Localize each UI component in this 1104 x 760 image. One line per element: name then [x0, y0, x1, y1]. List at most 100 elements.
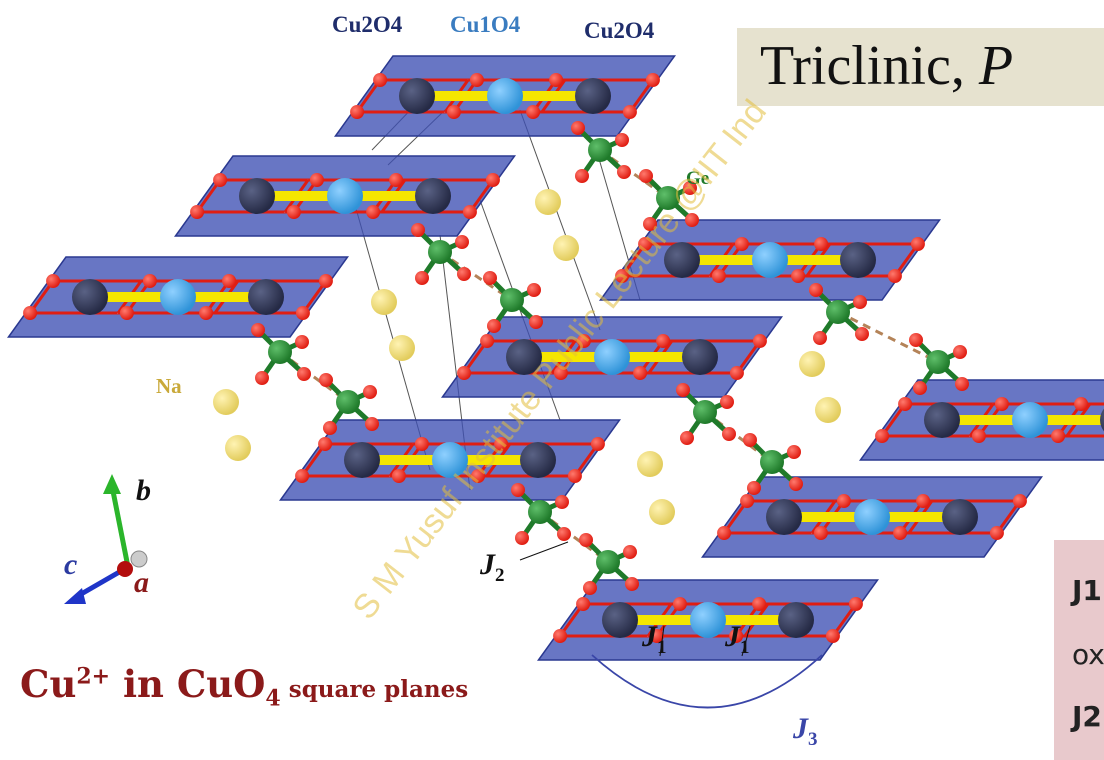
- chain-bottom-oxygen-2: [825, 629, 840, 643]
- axis-origin-sphere: [130, 550, 148, 568]
- chain-center-oxygen-8: [656, 334, 671, 348]
- j1-right-pointer-line: [741, 625, 751, 657]
- chain-lower-left-oxygen-4: [590, 437, 605, 451]
- chain-right-cu2-atom-left: [924, 402, 960, 438]
- axis-label-c: c: [64, 548, 78, 581]
- chain-lower-left-cu2-atom-left: [344, 442, 380, 478]
- chain-lower-right-oxygen-5: [813, 526, 828, 540]
- label-j1-right: J1: [725, 620, 750, 659]
- j1-left-symbol: J: [642, 620, 657, 653]
- chain-lower-left-oxygen-2: [567, 469, 582, 483]
- j1-left-pointer-line: [659, 625, 665, 657]
- ge-pair-lower-oxygen-1-1: [511, 483, 525, 497]
- caption-sub: 4: [265, 685, 281, 712]
- chain-upper-right-oxygen-7: [734, 237, 749, 251]
- ge-pair-top-right-ge-atom-1: [588, 138, 612, 162]
- ge-pair-lower-oxygen-2-3: [583, 581, 597, 595]
- ge-pair-left-oxygen-2-1: [319, 373, 333, 387]
- ge-pair-center-oxygen-2-2: [787, 445, 801, 459]
- chain-bottom-oxygen-4: [848, 597, 863, 611]
- chain-upper-right-oxygen-6: [791, 269, 806, 283]
- na-atom-3: [371, 289, 397, 315]
- j2-symbol: J: [480, 548, 495, 581]
- title-symbol: P: [978, 35, 1014, 97]
- caption-mid: in CuO: [110, 662, 266, 706]
- chain-right-oxygen-6: [1051, 429, 1066, 443]
- ge-pair-lower-ge-atom-2: [596, 550, 620, 574]
- chain-bottom-oxygen-8: [752, 597, 767, 611]
- chain-left-oxygen-5: [119, 306, 134, 320]
- chain-upper-right-cu2-atom-right: [840, 242, 876, 278]
- chain-center-oxygen-7: [576, 334, 591, 348]
- ge-pair-upper-middle-oxygen-2-4: [529, 315, 543, 329]
- axis-a-dot: [117, 561, 133, 577]
- chain-second-oxygen-4: [485, 173, 500, 187]
- chain-upper-right-oxygen-3: [638, 237, 653, 251]
- axis-c-head: [64, 588, 86, 604]
- chain-top-oxygen-1: [350, 105, 365, 119]
- ge-pair-center-oxygen-1-3: [680, 431, 694, 445]
- chain-second-oxygen-3: [213, 173, 228, 187]
- ge-pair-center-oxygen-1-1: [676, 383, 690, 397]
- ge-pair-top-right-oxygen-1-1: [571, 121, 585, 135]
- na-atom-8: [815, 397, 841, 423]
- chain-right-oxygen-7: [994, 397, 1009, 411]
- na-atom-9: [637, 451, 663, 477]
- ge-pair-left-oxygen-2-3: [323, 421, 337, 435]
- label-ge: Ge: [686, 168, 710, 189]
- j3-subscript: 3: [808, 729, 818, 750]
- axis-label-b: b: [136, 474, 151, 507]
- ge-pair-left-oxygen-2-4: [365, 417, 379, 431]
- chain-lower-right-oxygen-7: [836, 494, 851, 508]
- ge-pair-left-oxygen-2-2: [363, 385, 377, 399]
- label-cu2o4-right: Cu2O4: [584, 18, 655, 43]
- chain-upper-right-oxygen-5: [711, 269, 726, 283]
- chain-left-oxygen-6: [199, 306, 214, 320]
- chain-center-oxygen-5: [553, 366, 568, 380]
- chain-left-oxygen-3: [46, 274, 61, 288]
- chain-bottom-cu2-atom-right: [778, 602, 814, 638]
- chain-left-oxygen-4: [318, 274, 333, 288]
- chain-bottom-oxygen-5: [649, 629, 664, 643]
- ge-pair-center-ge-atom-2: [760, 450, 784, 474]
- chain-top-oxygen-5: [446, 105, 461, 119]
- chain-upper-right-cu1-atom: [752, 242, 788, 278]
- ge-pair-center-oxygen-1-2: [720, 395, 734, 409]
- chain-lower-left-oxygen-8: [494, 437, 509, 451]
- j3-arc: [591, 654, 823, 709]
- j3-symbol: J: [793, 712, 808, 745]
- chain-bottom-oxygen-7: [672, 597, 687, 611]
- na-atom-4: [389, 335, 415, 361]
- chain-center-oxygen-6: [633, 366, 648, 380]
- j1-left-subscript: 1: [657, 637, 667, 658]
- caption-pre: Cu: [20, 662, 77, 706]
- chain-second-oxygen-2: [462, 205, 477, 219]
- unit-cell-edge-5: [519, 109, 601, 331]
- chain-center-cu2-atom-left: [506, 339, 542, 375]
- ge-pair-right-oxygen-1-4: [855, 327, 869, 341]
- label-j1-left: J1: [642, 620, 667, 659]
- note-line-1: J1: [1072, 574, 1102, 607]
- j2-pointer-line: [519, 541, 569, 561]
- ge-pair-center-ge-atom-1: [693, 400, 717, 424]
- na-atom-1: [535, 189, 561, 215]
- chain-upper-right-oxygen-4: [910, 237, 925, 251]
- ge-pair-center-oxygen-2-1: [743, 433, 757, 447]
- chain-lower-left-oxygen-1: [295, 469, 310, 483]
- title-box: [737, 28, 1104, 106]
- label-j3: J3: [793, 712, 818, 751]
- label-na: Na: [156, 374, 182, 398]
- chain-upper-right-oxygen-2: [887, 269, 902, 283]
- ge-pair-left-oxygen-1-1: [251, 323, 265, 337]
- chain-left-oxygen-1: [23, 306, 38, 320]
- chain-top-cu2-atom-left: [399, 78, 435, 114]
- chain-second-oxygen-5: [286, 205, 301, 219]
- ge-pair-right-j2-path: [837, 310, 939, 364]
- chain-lower-right-cu2-atom-right: [942, 499, 978, 535]
- ge-pair-left-oxygen-1-2: [295, 335, 309, 349]
- j2-subscript: 2: [495, 565, 505, 586]
- chain-top-oxygen-7: [469, 73, 484, 87]
- ge-pair-upper-middle-oxygen-2-2: [527, 283, 541, 297]
- page-title: Triclinic, P: [760, 34, 1013, 98]
